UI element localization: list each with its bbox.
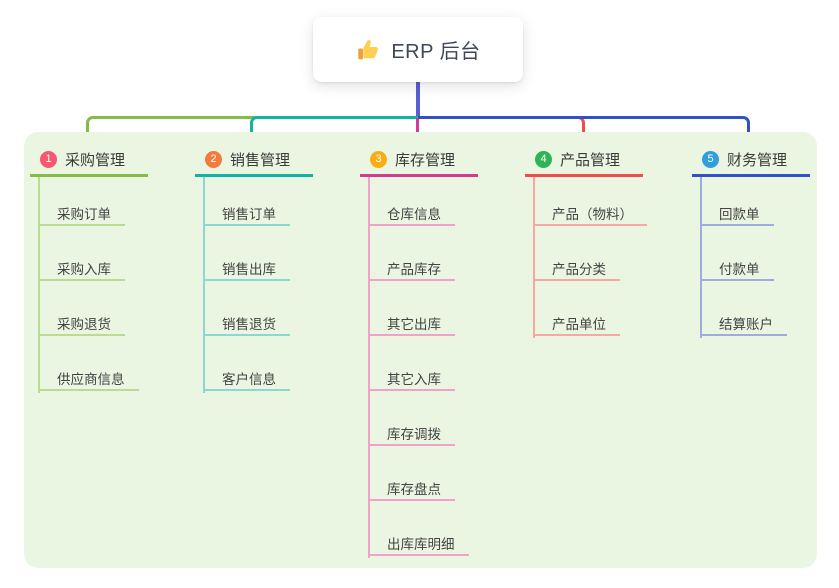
branches-panel	[24, 132, 817, 568]
branch-number-badge: 5	[702, 151, 719, 168]
thumbs-up-icon	[358, 39, 379, 59]
branch-children-line	[203, 177, 205, 393]
branch-purchase: 1 采购管理 采购订单采购入库采购退货供应商信息	[30, 145, 148, 393]
branch-children-line	[700, 177, 702, 338]
branch-children-line	[533, 177, 535, 338]
branch-header-inventory[interactable]: 3 库存管理	[360, 145, 478, 177]
child-node[interactable]: 产品库存	[368, 259, 455, 281]
child-node[interactable]: 库存盘点	[368, 479, 455, 501]
connector-branch-5	[418, 116, 750, 142]
child-node[interactable]: 客户信息	[203, 369, 290, 391]
child-node[interactable]: 其它出库	[368, 314, 455, 336]
connector-branch-3	[416, 118, 419, 144]
branch-header-purchase[interactable]: 1 采购管理	[30, 145, 148, 177]
branch-sales: 2 销售管理 销售订单销售出库销售退货客户信息	[195, 145, 313, 393]
root-label: ERP 后台	[391, 41, 481, 63]
root-connector-line	[416, 82, 420, 118]
child-node[interactable]: 其它入库	[368, 369, 455, 391]
child-node[interactable]: 产品单位	[533, 314, 620, 336]
child-node[interactable]: 付款单	[700, 259, 774, 281]
branch-number-badge: 1	[40, 151, 57, 168]
child-node[interactable]: 回款单	[700, 204, 774, 226]
child-node[interactable]: 仓库信息	[368, 204, 455, 226]
child-node[interactable]: 结算账户	[700, 314, 787, 336]
child-node[interactable]: 采购订单	[38, 204, 125, 226]
branch-label: 销售管理	[230, 152, 291, 169]
branch-label: 产品管理	[560, 152, 621, 169]
branch-product: 4 产品管理 产品（物料） 产品分类产品单位	[525, 145, 647, 338]
branch-header-sales[interactable]: 2 销售管理	[195, 145, 313, 177]
branch-number-badge: 4	[535, 151, 552, 168]
child-node[interactable]: 出库库明细	[368, 534, 469, 556]
connector-branch-2	[250, 116, 418, 142]
branch-inventory: 3 库存管理 仓库信息产品库存其它出库其它入库库存调拨库存盘点出库库明细	[360, 145, 478, 558]
branch-children-line	[38, 177, 40, 393]
child-node[interactable]: 销售退货	[203, 314, 290, 336]
child-node[interactable]: 库存调拨	[368, 424, 455, 446]
child-node[interactable]: 采购退货	[38, 314, 125, 336]
branch-header-finance[interactable]: 5 财务管理	[692, 145, 810, 177]
child-node[interactable]: 产品分类	[533, 259, 620, 281]
branch-number-badge: 2	[205, 151, 222, 168]
branch-children-line	[368, 177, 370, 558]
branch-label: 库存管理	[395, 152, 456, 169]
root-node[interactable]: ERP 后台	[313, 17, 523, 82]
child-node[interactable]: 供应商信息	[38, 369, 139, 391]
branch-label: 财务管理	[727, 152, 788, 169]
branch-finance: 5 财务管理 回款单付款单结算账户	[692, 145, 810, 338]
branch-label: 采购管理	[65, 152, 126, 169]
branch-number-badge: 3	[370, 151, 387, 168]
branch-header-product[interactable]: 4 产品管理	[525, 145, 643, 177]
child-node[interactable]: 产品（物料）	[533, 204, 647, 226]
child-node[interactable]: 销售出库	[203, 259, 290, 281]
child-node[interactable]: 采购入库	[38, 259, 125, 281]
child-node[interactable]: 销售订单	[203, 204, 290, 226]
